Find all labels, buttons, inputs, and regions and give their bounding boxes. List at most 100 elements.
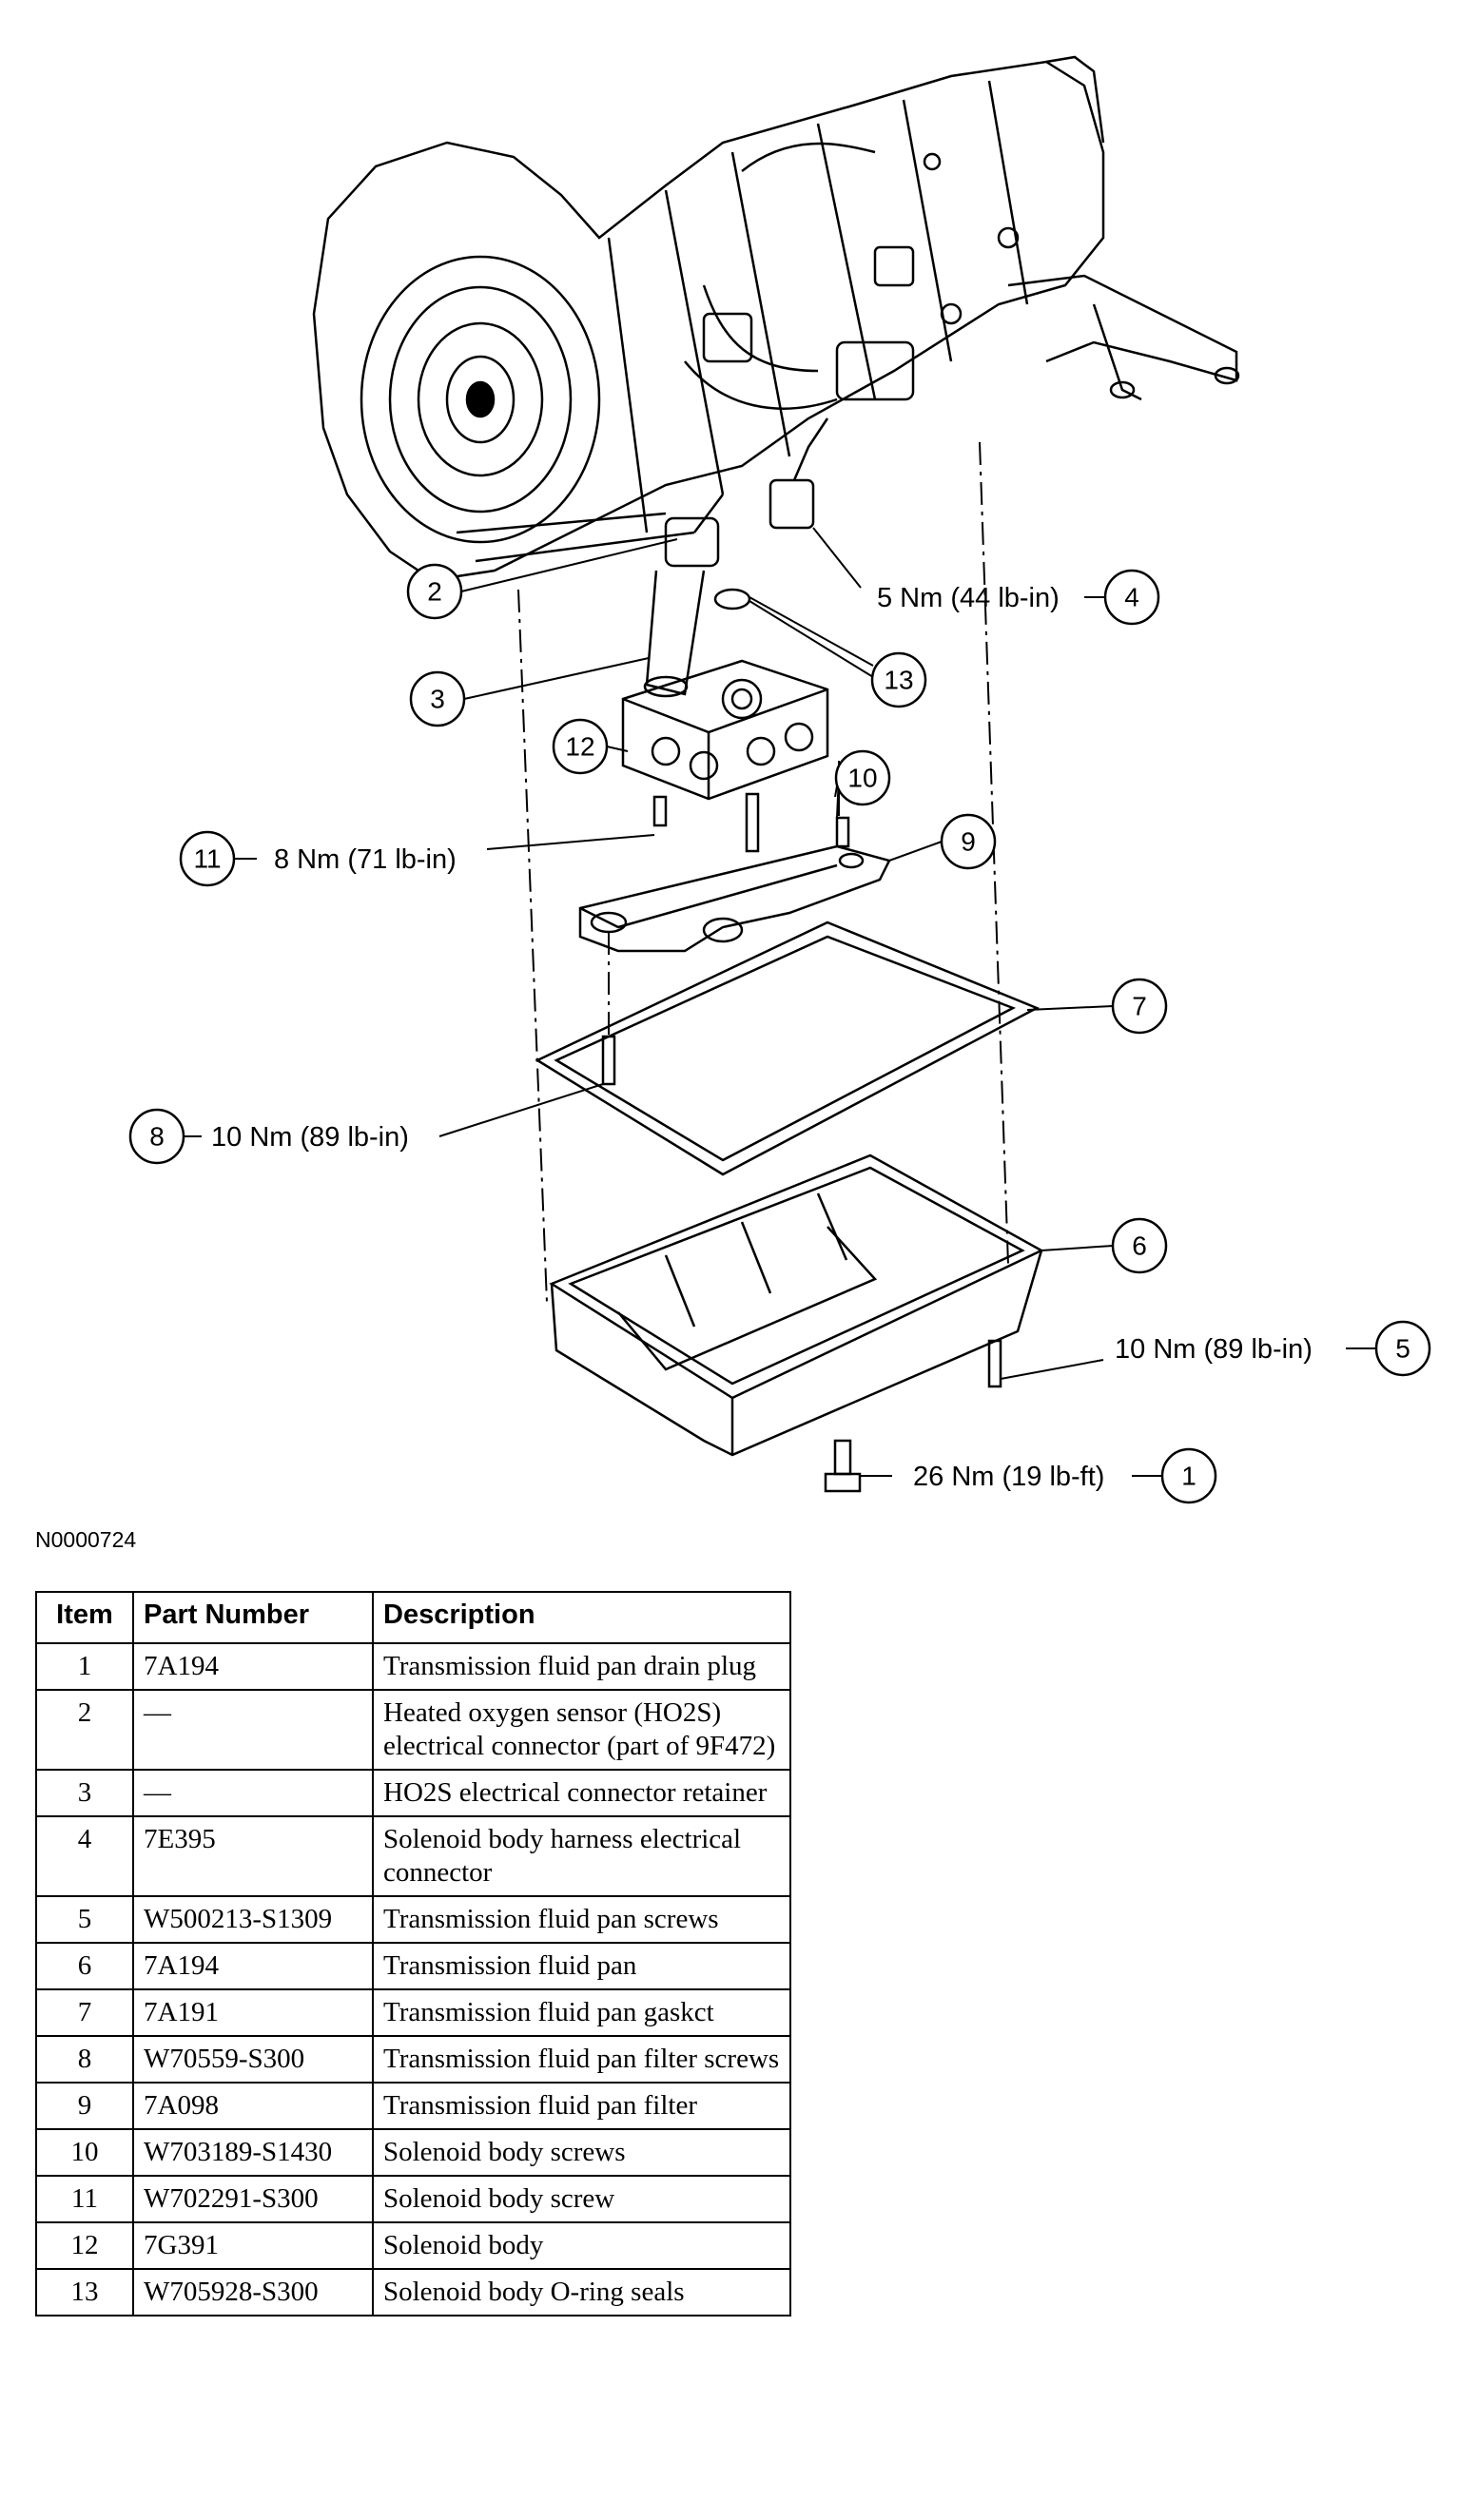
solenoid-body-illustration bbox=[621, 659, 829, 801]
callout-8: 8 10 Nm (89 lb-in) bbox=[128, 1083, 604, 1165]
cell-description: Transmission fluid pan filter bbox=[372, 2082, 791, 2130]
cell-part-number: 7E395 bbox=[132, 1815, 374, 1897]
callout-1-torque: 26 Nm (19 lb-ft) bbox=[913, 1462, 1104, 1492]
cell-item: 3 bbox=[35, 1769, 134, 1817]
callout-7-number: 7 bbox=[1132, 992, 1147, 1021]
solenoid-screws-illustration bbox=[652, 792, 850, 853]
alignment-lines bbox=[517, 441, 1009, 1304]
callout-8-torque: 10 Nm (89 lb-in) bbox=[211, 1122, 409, 1153]
ho2s-connector-illustration bbox=[643, 494, 724, 698]
cell-description: Solenoid body screw bbox=[372, 2175, 791, 2223]
callout-11: 11 8 Nm (71 lb-in) bbox=[179, 830, 655, 887]
callout-11-number: 11 bbox=[193, 844, 221, 874]
harness-connector-illustration bbox=[768, 417, 829, 530]
callout-5-torque: 10 Nm (89 lb-in) bbox=[1115, 1334, 1313, 1365]
cell-description: Transmission fluid pan gaskct bbox=[372, 1988, 791, 2037]
callout-9: 9 bbox=[888, 813, 997, 870]
pan-screw-illustration bbox=[987, 1339, 1002, 1388]
fluid-pan-illustration bbox=[549, 1153, 1044, 1457]
cell-description: Transmission fluid pan bbox=[372, 1942, 791, 1990]
callout-7: 7 bbox=[1026, 978, 1168, 1035]
exploded-diagram: 26 Nm (19 lb-ft) 1 2 3 5 Nm (44 lb-in) 4… bbox=[128, 55, 1431, 1504]
callout-5: 10 Nm (89 lb-in) 5 bbox=[1000, 1320, 1431, 1380]
filter-screw-illustration bbox=[601, 1035, 616, 1086]
cell-item: 2 bbox=[35, 1689, 134, 1771]
cell-part-number: — bbox=[132, 1689, 374, 1771]
callout-11-torque: 8 Nm (71 lb-in) bbox=[274, 844, 457, 875]
callout-9-number: 9 bbox=[961, 827, 976, 857]
filter-illustration bbox=[578, 844, 891, 953]
callout-6: 6 bbox=[1041, 1217, 1168, 1274]
cell-item: 7 bbox=[35, 1988, 134, 2037]
cell-part-number: W500213-S1309 bbox=[132, 1895, 374, 1944]
callout-10: 10 bbox=[834, 749, 891, 819]
callout-3-number: 3 bbox=[430, 685, 445, 714]
callout-1: 26 Nm (19 lb-ft) 1 bbox=[861, 1447, 1217, 1504]
cell-description: Solenoid body bbox=[372, 2221, 791, 2270]
callout-13-number: 13 bbox=[884, 666, 913, 695]
cell-item: 8 bbox=[35, 2035, 134, 2084]
callout-2: 2 bbox=[406, 538, 678, 620]
cell-item: 13 bbox=[35, 2268, 134, 2316]
cell-part-number: W70559-S300 bbox=[132, 2035, 374, 2084]
cell-part-number: W705928-S300 bbox=[132, 2268, 374, 2316]
cell-item: 12 bbox=[35, 2221, 134, 2270]
callout-12: 12 bbox=[552, 718, 629, 775]
table-row: 3—HO2S electrical connector retainer bbox=[35, 1769, 791, 1817]
callout-8-number: 8 bbox=[149, 1122, 165, 1152]
cell-part-number: W702291-S300 bbox=[132, 2175, 374, 2223]
cell-part-number: 7A191 bbox=[132, 1988, 374, 2037]
cell-item: 10 bbox=[35, 2128, 134, 2177]
cell-description: HO2S electrical connector retainer bbox=[372, 1769, 791, 1817]
cell-description: Transmission fluid pan drain plug bbox=[372, 1642, 791, 1691]
transmission-illustration bbox=[312, 55, 1240, 582]
cell-description: Heated oxygen sensor (HO2S) electrical c… bbox=[372, 1689, 791, 1771]
cell-part-number: 7A098 bbox=[132, 2082, 374, 2130]
cell-description: Solenoid body O-ring seals bbox=[372, 2268, 791, 2316]
callout-13: 13 bbox=[749, 596, 927, 708]
callout-4: 5 Nm (44 lb-in) 4 bbox=[812, 527, 1160, 626]
cell-part-number: — bbox=[132, 1769, 374, 1817]
cell-description: Transmission fluid pan filter screws bbox=[372, 2035, 791, 2084]
callout-1-number: 1 bbox=[1181, 1462, 1196, 1491]
callout-4-torque: 5 Nm (44 lb-in) bbox=[877, 583, 1060, 613]
callout-12-number: 12 bbox=[565, 732, 594, 762]
callout-4-number: 4 bbox=[1124, 583, 1139, 612]
cell-description: Solenoid body screws bbox=[372, 2128, 791, 2177]
o-ring-illustration bbox=[713, 588, 751, 611]
parts-table-header: Item Part Number Description bbox=[35, 1591, 791, 1644]
cell-item: 6 bbox=[35, 1942, 134, 1990]
cell-part-number: 7A194 bbox=[132, 1642, 374, 1691]
callout-3: 3 bbox=[409, 657, 650, 727]
drain-plug-illustration bbox=[824, 1439, 862, 1493]
cell-item: 4 bbox=[35, 1815, 134, 1897]
header-part-number: Part Number bbox=[132, 1591, 374, 1644]
cell-part-number: 7G391 bbox=[132, 2221, 374, 2270]
callout-6-number: 6 bbox=[1132, 1231, 1147, 1261]
table-row: 2—Heated oxygen sensor (HO2S) electrical… bbox=[35, 1689, 791, 1771]
cell-item: 11 bbox=[35, 2175, 134, 2223]
cell-part-number: W703189-S1430 bbox=[132, 2128, 374, 2177]
figure-id: N0000724 bbox=[35, 1527, 137, 1552]
header-item: Item bbox=[35, 1591, 134, 1644]
callout-10-number: 10 bbox=[847, 764, 877, 793]
cell-item: 5 bbox=[35, 1895, 134, 1944]
cell-item: 9 bbox=[35, 2082, 134, 2130]
header-description: Description bbox=[372, 1591, 791, 1644]
cell-description: Transmission fluid pan screws bbox=[372, 1895, 791, 1944]
cell-part-number: 7A194 bbox=[132, 1942, 374, 1990]
callout-2-number: 2 bbox=[427, 577, 442, 607]
cell-item: 1 bbox=[35, 1642, 134, 1691]
